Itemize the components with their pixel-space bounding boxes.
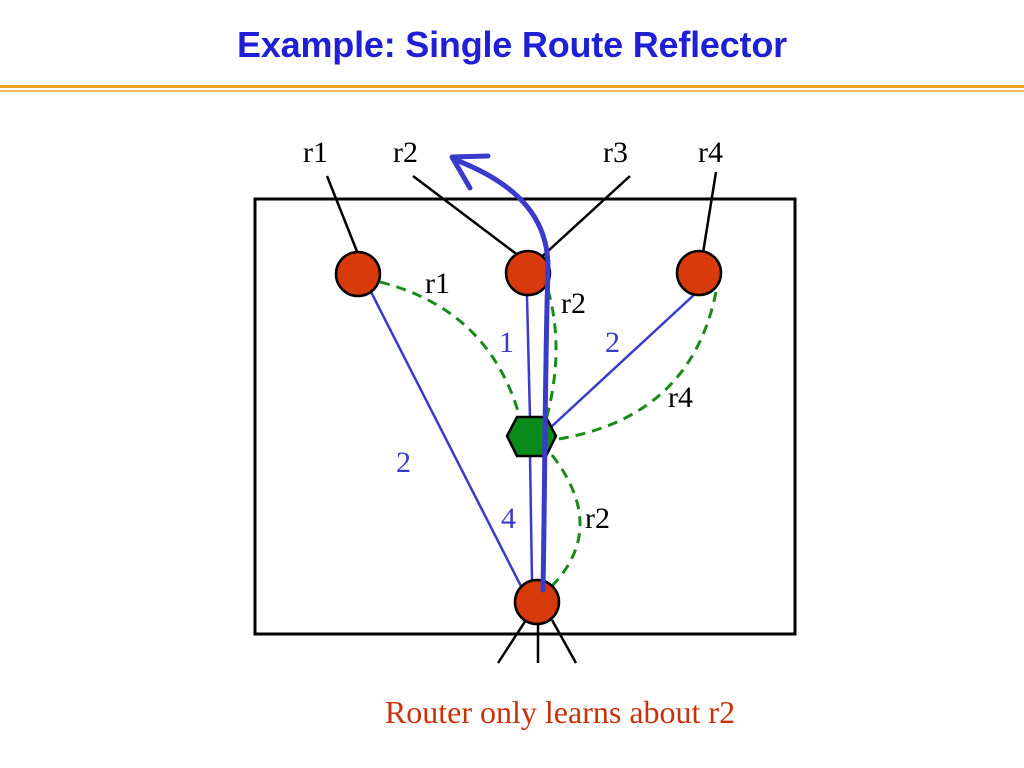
route-reflector-hexagon: [505, 415, 558, 458]
advert-r4-to-reflector: [551, 291, 718, 442]
advert-label-r2-bottom: r2: [585, 502, 610, 535]
igp-link-top-reflector: [525, 295, 532, 419]
igp-cost-top-center: 1: [499, 326, 514, 359]
router-top-left: [334, 250, 382, 298]
title-underline-light: [0, 90, 1024, 92]
igp-cost-left: 2: [396, 446, 411, 479]
external-link-r1: [325, 175, 360, 255]
external-link-r3: [535, 175, 631, 263]
external-label-r2: r2: [393, 136, 418, 169]
external-label-r1: r1: [303, 136, 328, 169]
advert-reflector-to-bottom: [546, 454, 582, 592]
advert-r1-to-reflector: [379, 280, 522, 419]
title-underline: [0, 85, 1024, 88]
advert-label-r4: r4: [668, 381, 693, 414]
caption: Router only learns about r2: [384, 694, 736, 730]
arrowhead-icon: [449, 153, 491, 191]
best-path-arrow: [453, 157, 551, 593]
advert-label-r1: r1: [425, 267, 450, 300]
igp-link-left-bottom: [368, 289, 528, 597]
router-bottom: [513, 578, 561, 626]
advert-label-r2-top: r2: [561, 287, 586, 320]
external-link-r4: [701, 171, 718, 254]
igp-link-reflector-bottom: [528, 454, 534, 583]
external-link-bottom-left: [496, 619, 528, 664]
router-top-right: [675, 249, 723, 297]
external-label-r3: r3: [603, 136, 628, 169]
external-link-r2: [412, 175, 528, 263]
router-top-center: [504, 249, 552, 297]
external-link-bottom-right: [550, 619, 578, 664]
external-label-r4: r4: [698, 136, 723, 169]
slide-title: Example: Single Route Reflector: [237, 24, 787, 65]
igp-cost-bottom: 4: [501, 502, 516, 535]
igp-link-right-reflector: [549, 292, 697, 429]
igp-cost-right: 2: [605, 326, 620, 359]
as-boundary-box: [253, 197, 797, 636]
